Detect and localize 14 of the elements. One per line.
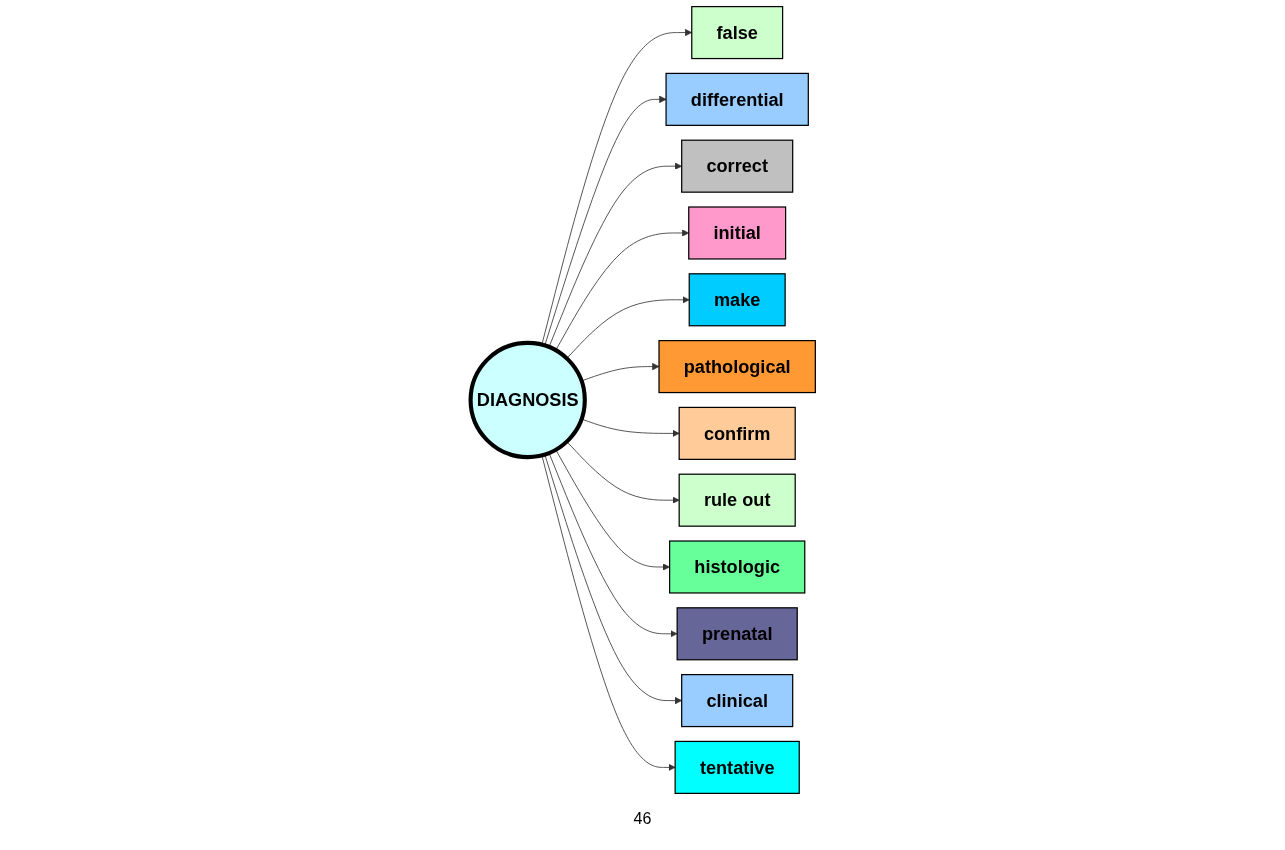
- node-box: clinical: [680, 674, 793, 728]
- node-box: differential: [664, 72, 809, 126]
- node-box: confirm: [678, 406, 796, 460]
- node-box: correct: [680, 139, 793, 193]
- page-number: 46: [633, 810, 652, 827]
- node-box: rule out: [678, 473, 796, 527]
- node-box: prenatal: [676, 607, 798, 661]
- node-box: false: [690, 6, 783, 60]
- node-box: make: [688, 273, 786, 327]
- node-circle: DIAGNOSIS: [468, 340, 587, 460]
- node-box: pathological: [657, 340, 816, 394]
- node-box: tentative: [674, 740, 800, 794]
- node-box: histologic: [668, 540, 805, 594]
- node-box: initial: [687, 206, 786, 260]
